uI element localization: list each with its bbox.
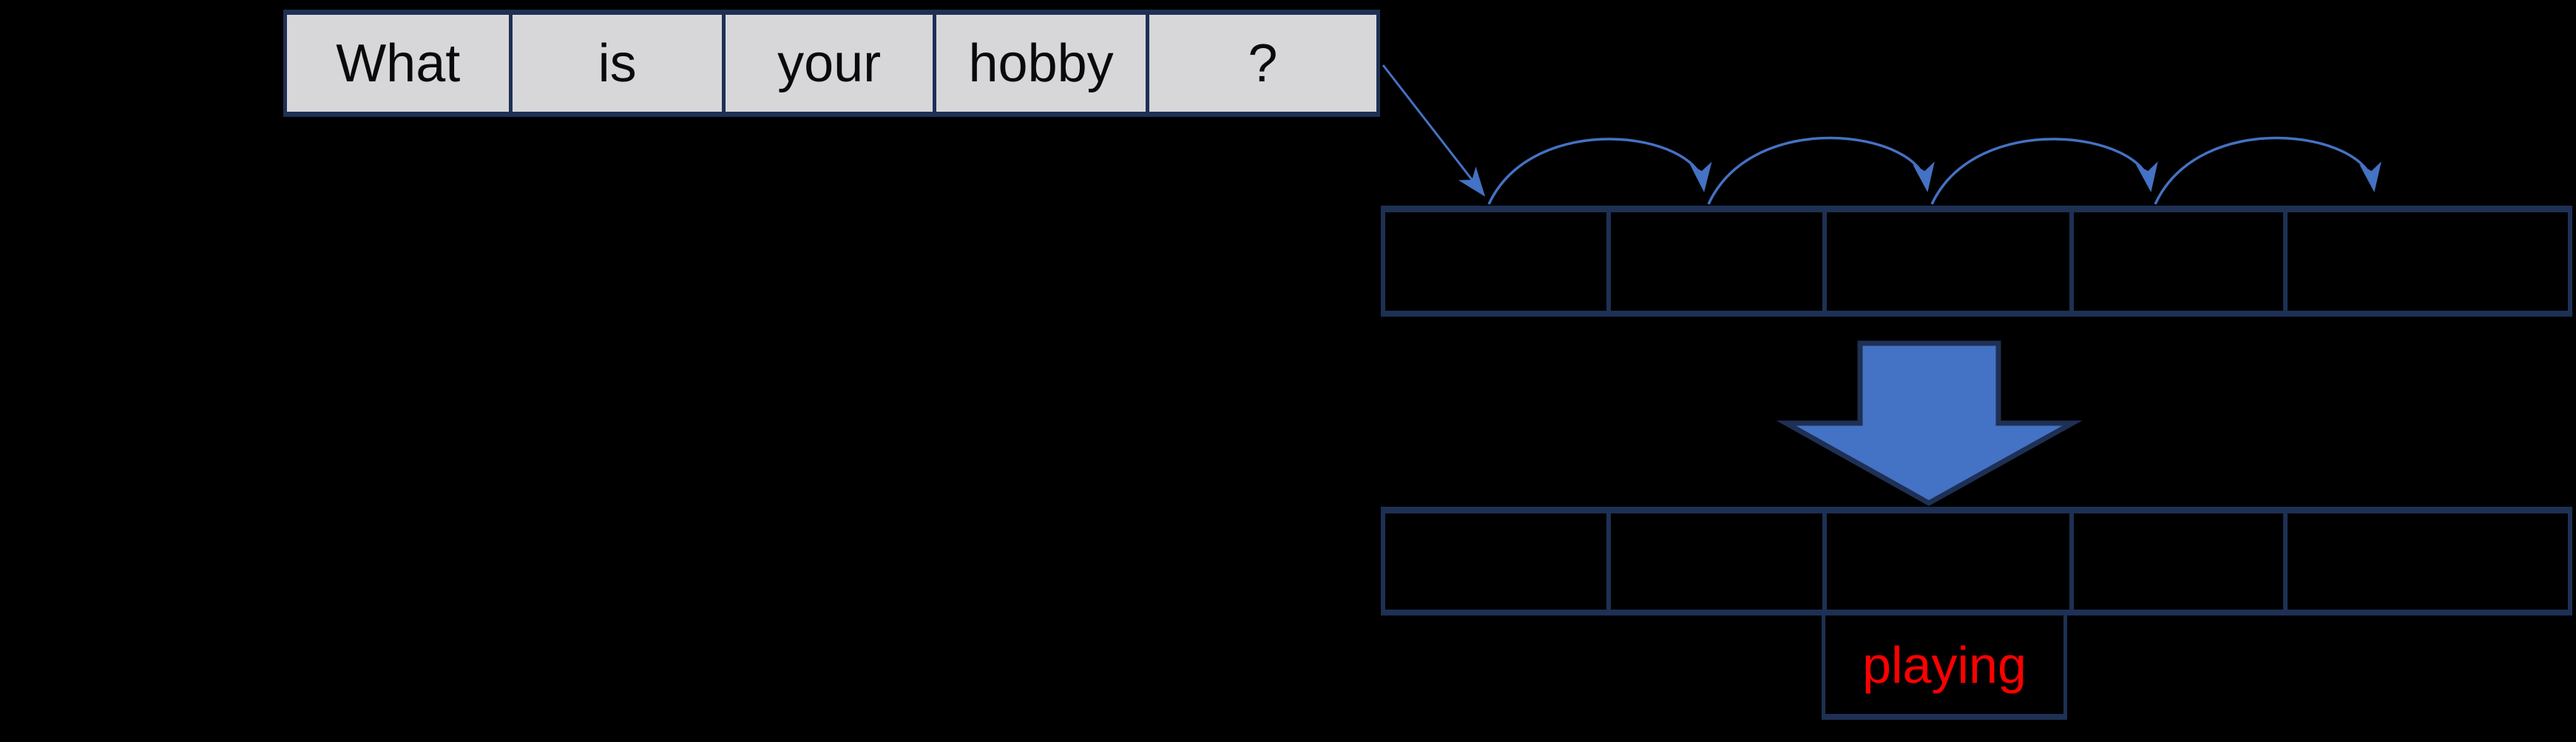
hop-arc-3 bbox=[1930, 138, 2158, 205]
word-label: is bbox=[598, 33, 637, 93]
upper-box-row bbox=[1381, 206, 2572, 317]
word-label: your bbox=[777, 33, 882, 93]
empty-cell bbox=[2282, 513, 2568, 610]
word-label: hobby bbox=[968, 33, 1114, 93]
empty-cell bbox=[1822, 513, 2069, 610]
empty-cell bbox=[2069, 513, 2283, 610]
word-label: What bbox=[336, 33, 461, 93]
empty-cell bbox=[1606, 212, 1822, 311]
down-block-arrow bbox=[1776, 340, 2083, 507]
empty-cell bbox=[2069, 212, 2283, 311]
hop-arc-1 bbox=[1487, 138, 1712, 205]
hop-arc-4 bbox=[2154, 136, 2381, 205]
word-cell: What bbox=[287, 15, 510, 112]
sentence-table: What is your hobby ? bbox=[283, 10, 1380, 117]
empty-cell bbox=[2282, 212, 2568, 311]
answer-box: playing bbox=[1822, 615, 2067, 720]
word-cell: is bbox=[509, 15, 722, 112]
word-cell: hobby bbox=[933, 15, 1146, 112]
word-label: ? bbox=[1248, 33, 1278, 93]
answer-label: playing bbox=[1862, 635, 2026, 694]
empty-cell bbox=[1606, 513, 1822, 610]
input-arrow bbox=[1382, 64, 1486, 197]
empty-cell bbox=[1385, 513, 1606, 610]
word-cell: ? bbox=[1145, 15, 1376, 112]
hop-arc-2 bbox=[1707, 136, 1935, 205]
empty-cell bbox=[1385, 212, 1606, 311]
word-cell: your bbox=[721, 15, 933, 112]
empty-cell bbox=[1822, 212, 2069, 311]
lower-box-row bbox=[1381, 507, 2572, 615]
